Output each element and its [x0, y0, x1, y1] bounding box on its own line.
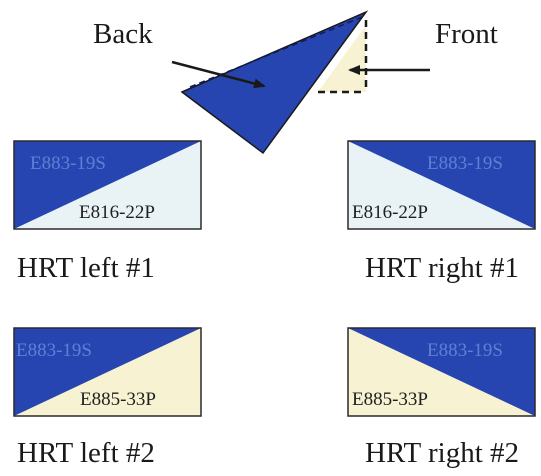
back-face — [180, 10, 369, 155]
panel-hrt-left-2: E883-19S E885-33P — [13, 327, 202, 417]
panel-blue-triangle — [348, 141, 535, 229]
panel-border — [13, 327, 202, 417]
panel-blue-triangle — [14, 328, 201, 416]
panel-top-code: E883-19S — [427, 153, 503, 174]
panel-blue-triangle — [348, 328, 535, 416]
panel-border — [13, 140, 202, 230]
caption-hrt-left-2: HRT left #2 — [17, 437, 155, 469]
panel-hrt-left-1: E883-19S E816-22P — [13, 140, 202, 230]
front-label: Front — [435, 18, 498, 50]
back-label: Back — [93, 18, 153, 50]
caption-hrt-left-1: HRT left #1 — [17, 252, 155, 284]
front-face — [318, 25, 366, 92]
panel-bottom-code: E885-33P — [80, 389, 156, 410]
panel-bottom-code: E885-33P — [352, 389, 428, 410]
caption-hrt-right-2: HRT right #2 — [365, 437, 520, 469]
panel-top-code: E883-19S — [427, 340, 503, 361]
panel-border — [347, 140, 536, 230]
panel-border — [347, 327, 536, 417]
panel-top-code: E883-19S — [16, 340, 92, 361]
caption-hrt-right-1: HRT right #1 — [365, 252, 520, 284]
panel-hrt-right-2: E883-19S E885-33P — [347, 327, 536, 417]
panel-bottom-code: E816-22P — [79, 202, 155, 223]
panel-bottom-code: E816-22P — [352, 202, 428, 223]
panel-blue-triangle — [14, 141, 201, 229]
back-arrow — [171, 60, 266, 89]
panel-top-code: E883-19S — [30, 153, 106, 174]
panel-hrt-right-1: E883-19S E816-22P — [347, 140, 536, 230]
